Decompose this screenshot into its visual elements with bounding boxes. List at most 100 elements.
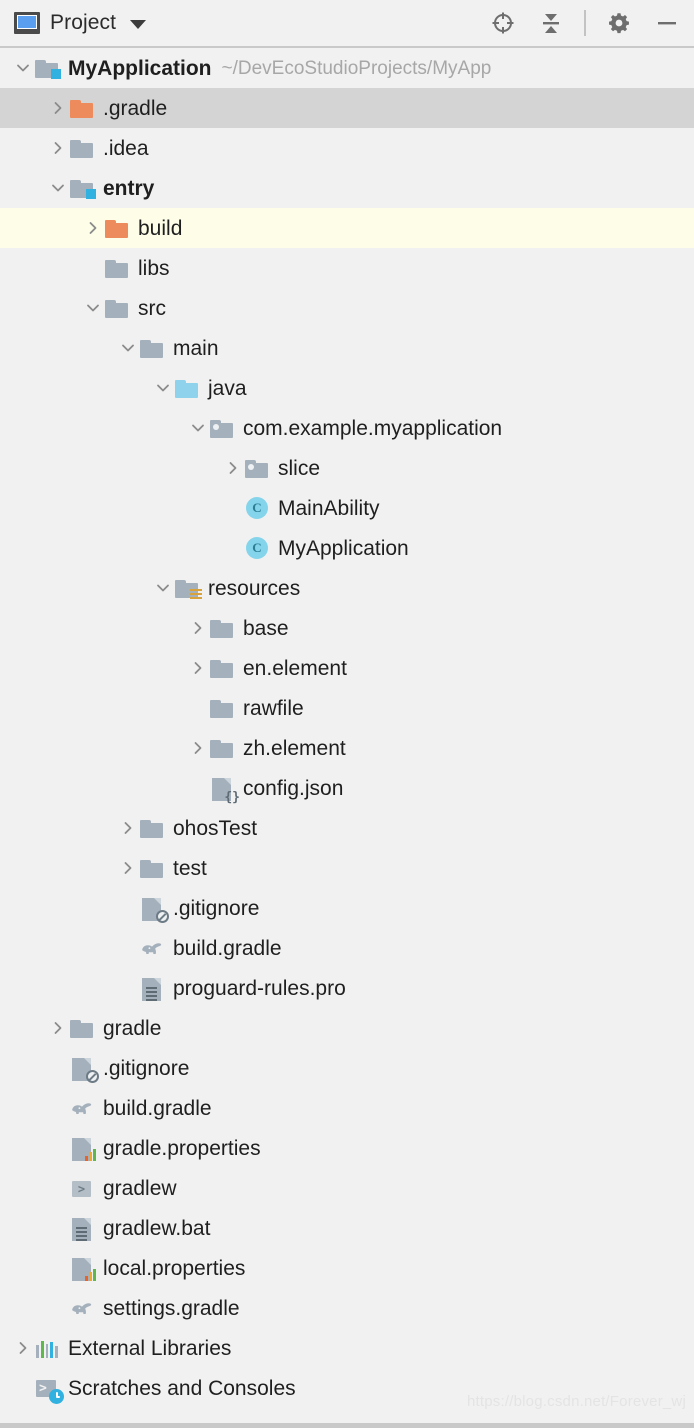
tree-row-label: libs bbox=[138, 256, 170, 280]
tree-expand-arrow[interactable] bbox=[152, 568, 174, 608]
tree-row-label: Scratches and Consoles bbox=[68, 1376, 296, 1400]
tree-row[interactable]: build.gradle bbox=[0, 1088, 694, 1128]
tree-row[interactable]: gradle.properties bbox=[0, 1128, 694, 1168]
tree-expand-arrow[interactable] bbox=[47, 168, 69, 208]
project-tree[interactable]: MyApplication~/DevEcoStudioProjects/MyAp… bbox=[0, 48, 694, 1408]
chevron-right-icon bbox=[54, 142, 62, 154]
folder-orange-icon bbox=[104, 215, 130, 241]
toolbar-separator bbox=[584, 10, 586, 36]
tree-row-label: build.gradle bbox=[103, 1096, 212, 1120]
tree-row[interactable]: test bbox=[0, 848, 694, 888]
tree-row[interactable]: entry bbox=[0, 168, 694, 208]
tree-row[interactable]: main bbox=[0, 328, 694, 368]
tree-row-label: zh.element bbox=[243, 736, 346, 760]
tree-row[interactable]: com.example.myapplication bbox=[0, 408, 694, 448]
tree-arrow-placeholder bbox=[47, 1248, 69, 1288]
tree-row[interactable]: External Libraries bbox=[0, 1328, 694, 1368]
executable-file-icon: > bbox=[69, 1175, 95, 1201]
tree-expand-arrow[interactable] bbox=[12, 1328, 34, 1368]
folder-icon bbox=[69, 1015, 95, 1041]
tree-row[interactable]: .gitignore bbox=[0, 888, 694, 928]
module-folder-icon bbox=[69, 175, 96, 201]
tree-row[interactable]: {}config.json bbox=[0, 768, 694, 808]
hide-icon[interactable] bbox=[652, 8, 682, 38]
tree-row[interactable]: .gitignore bbox=[0, 1048, 694, 1088]
tree-expand-arrow[interactable] bbox=[187, 648, 209, 688]
folder-icon bbox=[139, 815, 165, 841]
tree-row[interactable]: proguard-rules.pro bbox=[0, 968, 694, 1008]
tree-row[interactable]: gradle bbox=[0, 1008, 694, 1048]
tree-arrow-placeholder bbox=[82, 248, 104, 288]
tree-expand-arrow[interactable] bbox=[47, 88, 69, 128]
tree-row[interactable]: settings.gradle bbox=[0, 1288, 694, 1328]
scratches-console-icon: > bbox=[34, 1375, 64, 1404]
tree-expand-arrow[interactable] bbox=[47, 1008, 69, 1048]
chevron-down-icon[interactable] bbox=[130, 20, 147, 29]
tree-row[interactable]: src bbox=[0, 288, 694, 328]
chevron-right-icon bbox=[124, 862, 132, 874]
tree-row[interactable]: ohosTest bbox=[0, 808, 694, 848]
tree-row-label: base bbox=[243, 616, 289, 640]
tree-expand-arrow[interactable] bbox=[117, 848, 139, 888]
tree-row[interactable]: rawfile bbox=[0, 688, 694, 728]
chevron-right-icon bbox=[89, 222, 97, 234]
package-folder-icon bbox=[244, 455, 270, 481]
tree-row[interactable]: zh.element bbox=[0, 728, 694, 768]
tree-expand-arrow[interactable] bbox=[187, 728, 209, 768]
tree-row[interactable]: >gradlew bbox=[0, 1168, 694, 1208]
tree-row[interactable]: libs bbox=[0, 248, 694, 288]
tree-row-label: en.element bbox=[243, 656, 347, 680]
tree-row[interactable]: resources bbox=[0, 568, 694, 608]
tree-expand-arrow[interactable] bbox=[117, 328, 139, 368]
settings-gear-icon[interactable] bbox=[604, 8, 634, 38]
select-opened-file-icon[interactable] bbox=[488, 8, 518, 38]
tree-row-label: MyApplication bbox=[278, 536, 409, 560]
collapse-all-icon[interactable] bbox=[536, 8, 566, 38]
tree-row[interactable]: gradlew.bat bbox=[0, 1208, 694, 1248]
bottom-edge bbox=[0, 1423, 694, 1428]
tree-expand-arrow[interactable] bbox=[82, 288, 104, 328]
tool-window-title-group[interactable]: Project bbox=[0, 11, 147, 35]
tree-row[interactable]: base bbox=[0, 608, 694, 648]
tree-expand-arrow[interactable] bbox=[12, 48, 34, 88]
tree-arrow-placeholder bbox=[47, 1208, 69, 1248]
toolbar-actions bbox=[488, 8, 694, 38]
tree-row-label: settings.gradle bbox=[103, 1296, 240, 1320]
tree-row-label: src bbox=[138, 296, 166, 320]
chevron-right-icon bbox=[54, 1022, 62, 1034]
tree-expand-arrow[interactable] bbox=[187, 408, 209, 448]
tree-expand-arrow[interactable] bbox=[47, 128, 69, 168]
tree-expand-arrow[interactable] bbox=[117, 808, 139, 848]
tree-row-label: rawfile bbox=[243, 696, 304, 720]
tree-expand-arrow[interactable] bbox=[187, 608, 209, 648]
tree-row[interactable]: build.gradle bbox=[0, 928, 694, 968]
tree-row[interactable]: build bbox=[0, 208, 694, 248]
tree-row-label: entry bbox=[103, 176, 155, 200]
tree-arrow-placeholder bbox=[47, 1288, 69, 1328]
tree-expand-arrow[interactable] bbox=[82, 208, 104, 248]
folder-icon bbox=[209, 695, 235, 721]
tree-row[interactable]: .gradle bbox=[0, 88, 694, 128]
tree-row[interactable]: java bbox=[0, 368, 694, 408]
project-window-icon bbox=[14, 12, 40, 34]
tool-window-title: Project bbox=[50, 11, 117, 34]
tree-row-label: MyApplication bbox=[68, 56, 212, 80]
tree-row[interactable]: MyApplication~/DevEcoStudioProjects/MyAp… bbox=[0, 48, 694, 88]
chevron-down-icon bbox=[52, 184, 64, 192]
tree-row-label: proguard-rules.pro bbox=[173, 976, 346, 1000]
json-file-icon: {} bbox=[209, 775, 240, 804]
tree-arrow-placeholder bbox=[117, 928, 139, 968]
folder-orange-icon bbox=[69, 95, 95, 121]
tree-expand-arrow[interactable] bbox=[152, 368, 174, 408]
tree-row[interactable]: slice bbox=[0, 448, 694, 488]
tree-row[interactable]: en.element bbox=[0, 648, 694, 688]
tree-row[interactable]: .idea bbox=[0, 128, 694, 168]
tree-row-label: java bbox=[208, 376, 247, 400]
folder-icon bbox=[104, 295, 130, 321]
tree-row-label: gradlew.bat bbox=[103, 1216, 211, 1240]
tree-row[interactable]: >Scratches and Consoles bbox=[0, 1368, 694, 1408]
tree-expand-arrow[interactable] bbox=[222, 448, 244, 488]
tree-row[interactable]: local.properties bbox=[0, 1248, 694, 1288]
